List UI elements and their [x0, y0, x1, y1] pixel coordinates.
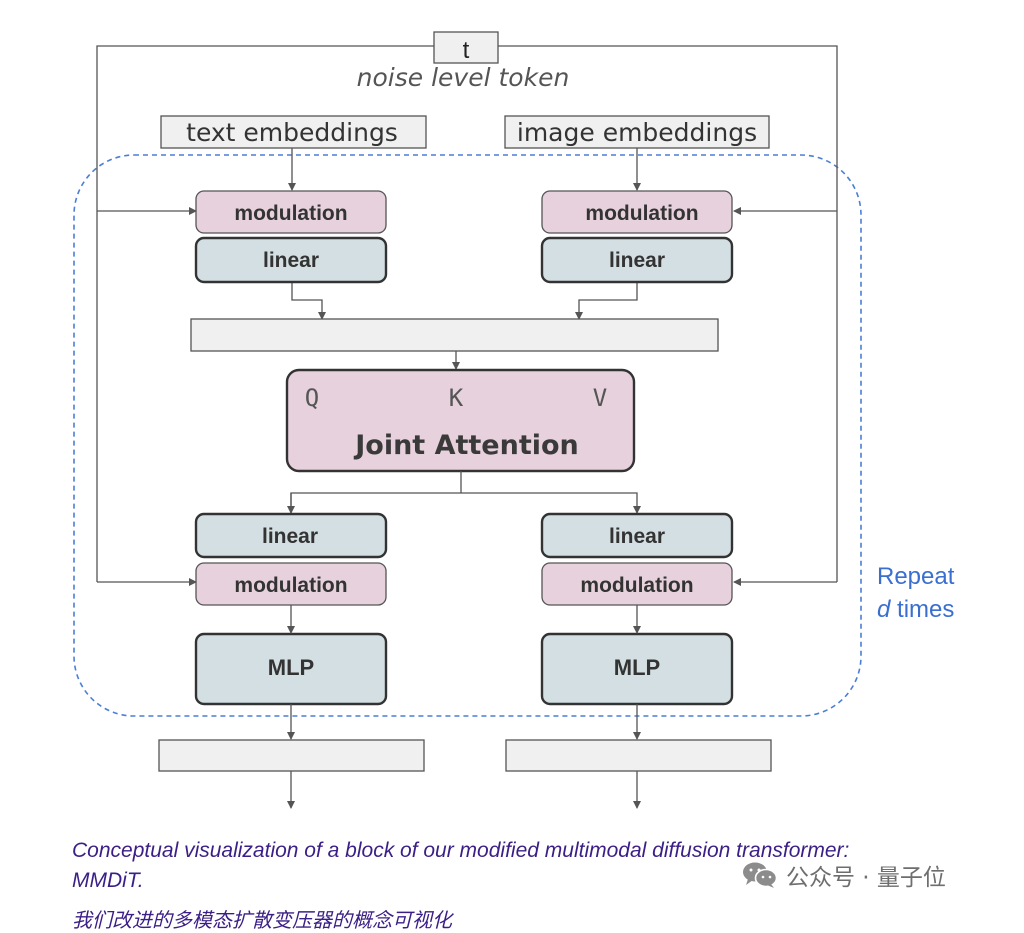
text-embeddings-label: text embeddings: [186, 118, 398, 147]
image-linear-2-box: [540, 512, 734, 559]
t-label: t: [463, 37, 470, 64]
repeat-times: times: [890, 596, 954, 623]
t-arrows: [97, 207, 837, 586]
text-linear-2-label: linear: [262, 525, 318, 548]
repeat-d: d: [877, 596, 891, 623]
image-embeddings-label: image embeddings: [517, 118, 757, 147]
noise-level-label: noise level token: [357, 63, 570, 92]
image-modulation-label: modulation: [585, 202, 698, 225]
text-linear-box: [194, 236, 388, 284]
text-linear-2-box: [194, 512, 388, 559]
text-modulation-label: modulation: [234, 202, 347, 225]
k-label: K: [449, 384, 464, 412]
concat-box: [190, 318, 719, 352]
wechat-icon: [743, 862, 778, 888]
text-linear-label: linear: [263, 249, 319, 272]
flow-arrows-bottom: [287, 605, 641, 809]
text-output-box: [158, 739, 425, 772]
joint-attention-label: Joint Attention: [353, 430, 579, 461]
t-connector-lines: [96, 45, 838, 582]
figure-caption: Conceptual visualization of a block of o…: [72, 839, 850, 892]
q-label: Q: [305, 384, 319, 412]
image-modulation-2-label: modulation: [580, 574, 693, 597]
repeat-region: [73, 154, 862, 717]
image-linear-label: linear: [609, 249, 665, 272]
v-label: V: [593, 384, 607, 412]
text-embeddings-box: [160, 115, 427, 149]
repeat-label-line1: Repeat: [877, 563, 955, 590]
watermark-text: 公众号 · 量子位: [786, 865, 946, 891]
image-linear-2-label: linear: [609, 525, 665, 548]
t-box: [433, 31, 499, 64]
text-mlp-label: MLP: [268, 655, 314, 680]
image-modulation-box: [541, 190, 733, 234]
text-modulation-box: [195, 190, 387, 234]
image-mlp-label: MLP: [614, 655, 660, 680]
caption-next-line: 我们改进的多模态扩散变压器的概念可视化: [72, 908, 452, 932]
repeat-label-line2: d times: [877, 596, 954, 623]
text-modulation-2-label: modulation: [234, 574, 347, 597]
flow-arrows-split: [287, 471, 641, 514]
image-output-box: [505, 739, 772, 772]
watermark: 公众号 · 量子位: [742, 858, 946, 892]
image-linear-box: [540, 236, 734, 284]
